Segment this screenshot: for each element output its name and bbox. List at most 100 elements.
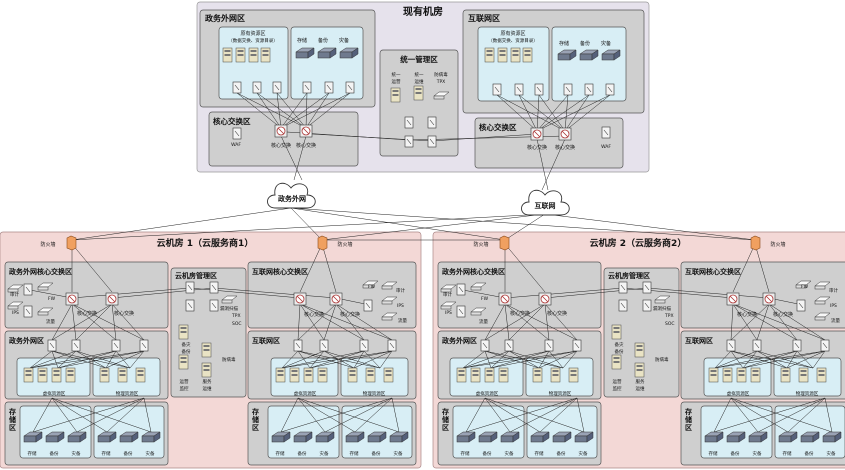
link-line [539,397,578,433]
link-line [622,287,734,299]
switch-mark [187,302,193,309]
access-switch-icon [514,83,524,96]
link-line [213,287,337,299]
link-line [115,350,131,369]
switch-mark [295,342,301,349]
existing-mgmt-zone [379,49,459,157]
link-line [280,92,351,129]
storage-front [23,435,37,443]
dc2-inet-store-label: 备份 [805,450,814,457]
server-slot [710,374,717,376]
link-line [484,303,506,341]
link-line [297,350,355,369]
server-slot [486,50,493,52]
existing-gov-store-label: 存储 [297,37,307,44]
switch-mark [798,302,804,309]
link-line [51,303,113,341]
existing-core-zone-right [474,117,624,169]
switch-mark [458,286,464,293]
dc2-inet-virtual-label: 虚拟资源区 [727,390,750,397]
dc2-left-device-label: 审计 [443,291,452,298]
storage-front [119,435,133,443]
link-line [290,207,756,241]
fw-appliance-icon [795,280,812,289]
link-line [299,303,325,341]
existing-core-label: 核心交换 [296,142,316,149]
access-switch-icon [47,339,57,352]
link-line [496,94,538,132]
server-icon [383,367,394,383]
storage-side [79,431,87,443]
link-line [484,350,540,369]
existing-inet-resource-area [477,26,550,102]
storage-side [35,431,43,443]
link-line [32,397,53,433]
storage-icon [530,431,550,443]
server-slot [180,327,187,329]
dc1-gov-store-label: 备份 [50,450,59,457]
core-switch-icon [498,292,512,306]
link-line [305,92,308,129]
storage-side [569,49,577,61]
dc2-firewall-label-right: 防火墙 [770,241,785,248]
flow-appliance-icon [381,312,398,321]
link-line [714,350,758,369]
access-switch-icon [404,116,414,129]
switch-mark [25,308,31,315]
link-line [353,350,393,369]
access-switch-icon [232,81,242,94]
storage-side [790,431,798,443]
appliance-front [381,285,393,290]
storage-front [822,435,836,443]
access-switch-icon [23,305,33,318]
server-icon [568,367,579,383]
appliance-front [381,300,393,305]
server-slot [224,54,231,56]
access-switch-icon [642,281,652,294]
link-line [544,287,648,299]
dc1-gov-storage-label: 存储区 [8,407,16,432]
access-switch-icon [185,281,195,294]
existing-inet-store-label: 灾备 [601,40,611,47]
access-switch-icon [752,339,762,352]
appliance-front [221,299,233,304]
existing-gov-resource-label: 原有资源区 [240,30,265,37]
link-line [768,303,798,341]
server-slot [524,54,531,56]
link-line [280,397,393,433]
core-switch-icon [558,127,572,141]
link-line [391,397,400,433]
server-slot [752,374,759,376]
router-mark [302,127,310,135]
existing-inet-resource-sub: （数据交换、资源目录） [488,37,538,44]
link-line [29,350,117,369]
link-line [111,303,145,341]
server-icon [289,367,300,383]
server-icon [51,367,62,383]
existing-gov-resource-area [218,26,289,100]
server-icon [510,47,521,63]
switch-mark [389,342,395,349]
server-slot [291,370,298,372]
link-line [730,350,788,369]
server-icon [201,342,212,358]
appliance-front [7,305,19,310]
firewall-icon [66,235,77,251]
switch-mark [254,84,260,91]
existing-gov-zone-label: 政务外网区 [205,13,245,23]
link-line [324,397,393,433]
dc1-mgmt-device: 监控 [180,385,189,392]
storage-icon [601,49,621,61]
existing-mgmt-item: 防病毒 [434,71,448,78]
link-line [321,243,337,293]
access-switch-icon [792,339,802,352]
link-line [562,350,578,369]
storage-icon [367,431,387,443]
link-line [509,397,578,433]
dc1-gov-zone-label: 政务外网区 [9,336,44,345]
storage-icon [67,431,87,443]
firewall-icon [750,235,761,251]
server-slot [25,374,32,376]
link-line [297,303,337,341]
server-icon [365,367,376,383]
